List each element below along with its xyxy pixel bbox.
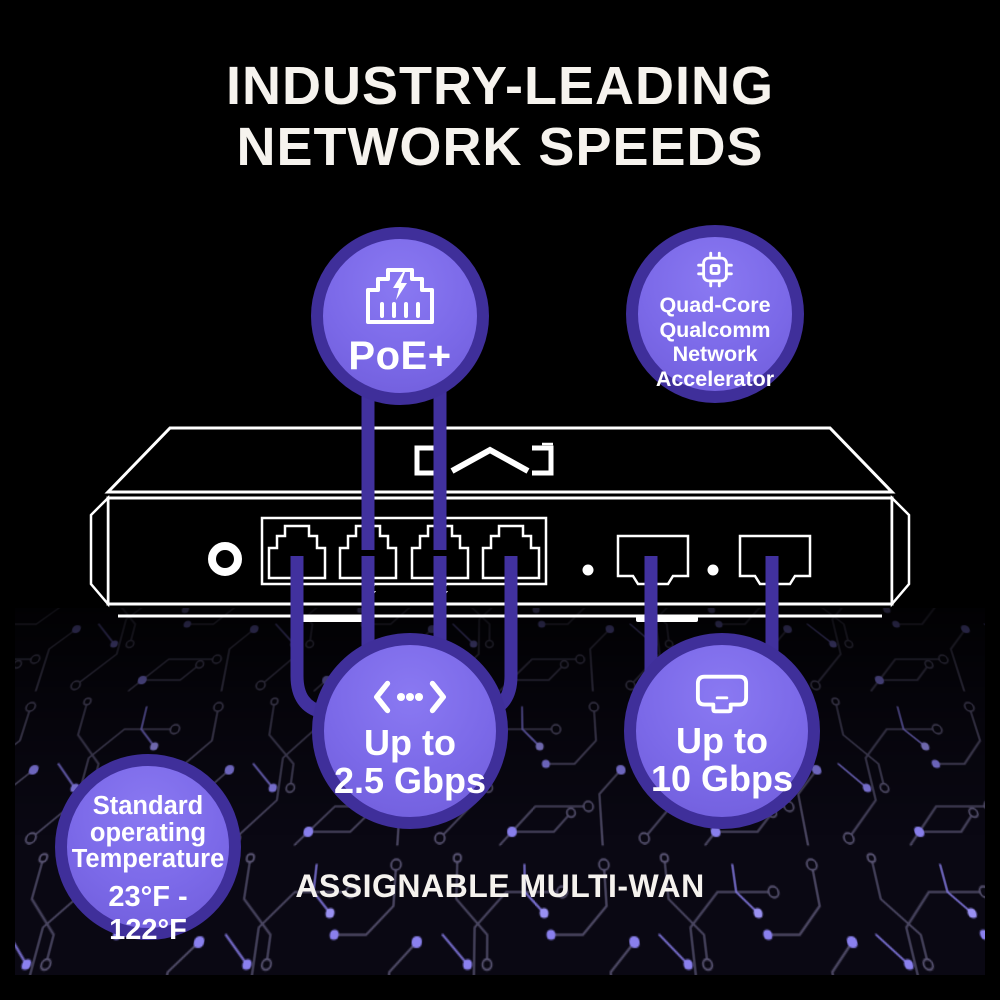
wan-speed-bubble: Up to 10 Gbps [624, 633, 820, 829]
sfp-port-1 [616, 534, 690, 586]
alta-brackets-logo-icon [414, 442, 554, 476]
temperature-line-3: Temperature [71, 845, 225, 873]
title-line-1: INDUSTRY-LEADING [225, 56, 774, 116]
temperature-line-1: Standard [92, 792, 204, 820]
wan-speed-line-2: 10 Gbps [650, 758, 794, 799]
accelerator-line-2: Qualcomm [659, 317, 771, 342]
temperature-bubble: Standard operating Temperature 23°F - 12… [55, 754, 241, 946]
accelerator-line-3: Network [672, 342, 758, 366]
rj45-port-group [260, 516, 548, 586]
reset-button-icon [208, 542, 242, 576]
page-title: INDUSTRY-LEADING NETWORK SPEEDS [0, 56, 1000, 178]
sfp-port-icon [695, 674, 749, 714]
poe-label: PoE+ [348, 334, 452, 378]
lan-speed-bubble: Up to 2.5 Gbps [312, 633, 508, 829]
temperature-range: 23°F - 122°F [108, 880, 188, 946]
ethernet-poe-port-icon [366, 268, 434, 324]
accelerator-bubble: Quad-Core Qualcomm Network Accelerator [626, 225, 804, 403]
accelerator-line-4: Accelerator [655, 366, 775, 391]
title-line-2: NETWORK SPEEDS [236, 117, 764, 177]
wan-speed-line-1: Up to [676, 720, 768, 761]
lan-speed-text: Up to 2.5 Gbps [334, 724, 486, 800]
lan-speed-line-1: Up to [364, 722, 456, 763]
sfp-port-2 [738, 534, 812, 586]
temperature-line-2: operating [89, 818, 207, 847]
data-throughput-icon [374, 680, 446, 714]
rj45-port-4 [481, 524, 541, 580]
router-top-face [104, 426, 896, 494]
poe-bubble: PoE+ [311, 227, 489, 405]
processor-chip-icon [697, 251, 733, 288]
rj45-port-1 [267, 524, 327, 580]
footer-label: ASSIGNABLE MULTI-WAN [295, 868, 705, 904]
led-dot [582, 564, 594, 576]
wan-speed-text: Up to 10 Gbps [651, 722, 793, 798]
lan-speed-line-2: 2.5 Gbps [333, 760, 487, 801]
rj45-port-3 [410, 524, 470, 580]
led-dot [707, 564, 719, 576]
accelerator-line-1: Quad-Core [659, 293, 771, 317]
sfp-port-group [582, 534, 812, 586]
rj45-port-2 [338, 524, 398, 580]
connector-lines [290, 390, 779, 723]
